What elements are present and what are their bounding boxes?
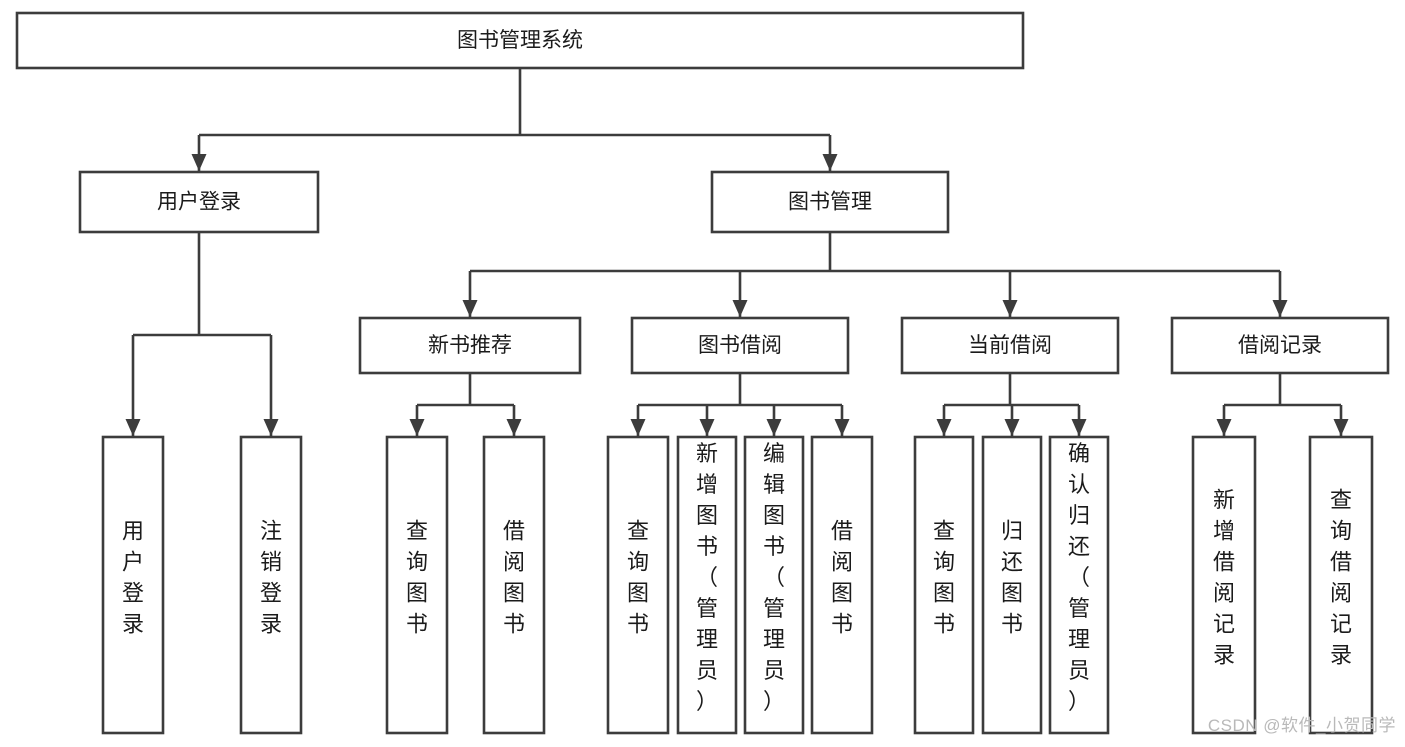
node-confirm-return-admin[interactable]: 确认归还（管理员） [1048, 435, 1110, 735]
node-label-return-book: 归还图书 [1001, 519, 1023, 637]
node-query-borrow-record[interactable]: 查询借阅记录 [1308, 435, 1374, 735]
node-box-borrow-record [1170, 316, 1390, 375]
node-label-query-borrow-record: 查询借阅记录 [1330, 488, 1352, 668]
node-box-user-login [78, 170, 320, 234]
node-label-user-logout-leaf: 注销登录 [260, 519, 282, 637]
node-box-query-book-current [913, 435, 975, 735]
node-layer: 图书管理系统用户登录用户登录注销登录图书管理新书推荐查询图书借阅图书图书借阅查询… [15, 11, 1390, 735]
node-label-confirm-return-admin: 确认归还（管理员） [1068, 441, 1090, 714]
node-label-root: 图书管理系统 [457, 29, 583, 52]
node-box-borrow-book-recommend [482, 435, 546, 735]
node-label-borrow-record: 借阅记录 [1238, 334, 1322, 357]
node-box-root [15, 11, 1025, 70]
node-return-book[interactable]: 归还图书 [981, 435, 1043, 735]
node-box-add-borrow-record [1191, 435, 1257, 735]
arrow-down-icon [1071, 419, 1087, 436]
node-label-add-borrow-record: 新增借阅记录 [1213, 488, 1235, 668]
node-box-add-book-admin [676, 435, 738, 735]
arrow-down-icon [462, 300, 478, 317]
arrow-down-icon [699, 419, 715, 436]
arrow-down-icon [1216, 419, 1232, 436]
node-box-user-logout-leaf [239, 435, 303, 735]
node-user-logout-leaf[interactable]: 注销登录 [239, 435, 303, 735]
arrow-down-icon [732, 300, 748, 317]
node-label-user-login-leaf: 用户登录 [122, 519, 144, 637]
arrow-down-icon [766, 419, 782, 436]
node-box-new-book-recommend [358, 316, 582, 375]
node-box-edit-book-admin [743, 435, 805, 735]
node-root[interactable]: 图书管理系统 [15, 11, 1025, 70]
arrow-down-icon [409, 419, 425, 436]
node-book-borrow[interactable]: 图书借阅 [630, 316, 850, 375]
node-box-book-management [710, 170, 950, 234]
node-box-book-borrow [630, 316, 850, 375]
node-borrow-book[interactable]: 借阅图书 [810, 435, 874, 735]
node-box-query-book-borrow [606, 435, 670, 735]
node-new-book-recommend[interactable]: 新书推荐 [358, 316, 582, 375]
arrow-down-icon [822, 154, 838, 171]
node-label-book-borrow: 图书借阅 [698, 334, 782, 357]
node-borrow-book-recommend[interactable]: 借阅图书 [482, 435, 546, 735]
node-user-login[interactable]: 用户登录 [78, 170, 320, 234]
arrow-down-icon [263, 419, 279, 436]
node-add-book-admin[interactable]: 新增图书（管理员） [676, 435, 738, 735]
arrow-down-icon [630, 419, 646, 436]
node-label-add-book-admin: 新增图书（管理员） [696, 441, 718, 714]
node-box-confirm-return-admin [1048, 435, 1110, 735]
node-query-book-borrow[interactable]: 查询图书 [606, 435, 670, 735]
node-label-query-book-borrow: 查询图书 [627, 519, 649, 637]
node-box-return-book [981, 435, 1043, 735]
arrow-down-icon [1272, 300, 1288, 317]
node-label-borrow-book-recommend: 借阅图书 [503, 519, 525, 637]
node-box-query-book-recommend [385, 435, 449, 735]
csdn-watermark: CSDN @软件_小贺同学 [1208, 716, 1396, 735]
node-label-edit-book-admin: 编辑图书（管理员） [763, 441, 785, 714]
node-label-current-borrow: 当前借阅 [968, 334, 1052, 357]
connector-layer [125, 68, 1349, 436]
node-query-book-current[interactable]: 查询图书 [913, 435, 975, 735]
node-label-query-book-recommend: 查询图书 [406, 519, 428, 637]
arrow-down-icon [834, 419, 850, 436]
node-box-current-borrow [900, 316, 1120, 375]
node-label-book-management: 图书管理 [788, 191, 872, 214]
node-label-query-book-current: 查询图书 [933, 519, 955, 637]
arrow-down-icon [191, 154, 207, 171]
node-book-management[interactable]: 图书管理 [710, 170, 950, 234]
node-label-user-login: 用户登录 [157, 191, 241, 214]
node-query-book-recommend[interactable]: 查询图书 [385, 435, 449, 735]
arrow-down-icon [1002, 300, 1018, 317]
node-box-user-login-leaf [101, 435, 165, 735]
node-box-borrow-book [810, 435, 874, 735]
arrow-down-icon [1333, 419, 1349, 436]
arrow-down-icon [1004, 419, 1020, 436]
node-box-query-borrow-record [1308, 435, 1374, 735]
node-label-new-book-recommend: 新书推荐 [428, 334, 512, 357]
arrow-down-icon [506, 419, 522, 436]
arrow-down-icon [125, 419, 141, 436]
node-label-borrow-book: 借阅图书 [831, 519, 853, 637]
node-borrow-record[interactable]: 借阅记录 [1170, 316, 1390, 375]
arrow-down-icon [936, 419, 952, 436]
node-current-borrow[interactable]: 当前借阅 [900, 316, 1120, 375]
node-user-login-leaf[interactable]: 用户登录 [101, 435, 165, 735]
node-add-borrow-record[interactable]: 新增借阅记录 [1191, 435, 1257, 735]
node-edit-book-admin[interactable]: 编辑图书（管理员） [743, 435, 805, 735]
